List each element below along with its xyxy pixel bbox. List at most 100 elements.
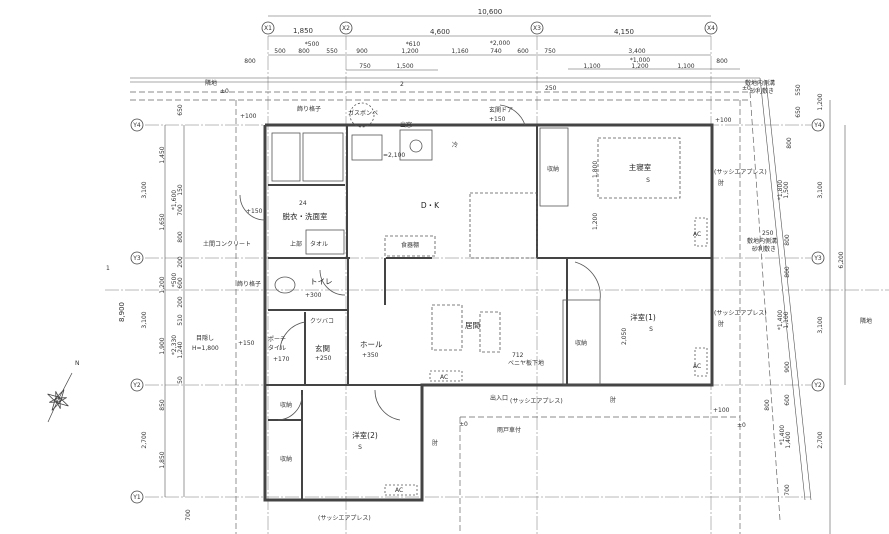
western2-mark: S [358,444,362,451]
dim-left: 150 [177,184,184,196]
room-living: 居間 [465,321,480,330]
living-note: ベニヤ板下地 [508,359,544,367]
dim-right: 650 [795,106,802,118]
fridge-label: 冷 [452,141,458,149]
storage-label: 収納 [547,165,559,173]
sash-label: (サッシエアプレス) [714,310,767,317]
cupboard-label: 食器棚 [401,241,419,249]
dim-top: 1,850 [293,27,313,35]
gutter-width: 250 [545,85,557,92]
room-western-1: 洋室(1) [630,312,656,322]
section-mark: 2 [400,81,404,88]
entrance-level: +250 [315,355,332,362]
ac-label: AC [693,231,701,238]
towel-label: タオル [310,240,328,248]
dim-right: *1,800 [777,180,784,200]
gravel-label: 砂利敷き [750,87,774,95]
level-plus150: +150 [238,340,255,347]
dim-right: 3,100 [817,181,824,198]
dim-left: 1,650 [159,213,166,230]
sash-label: (サッシエアプレス) [510,398,563,405]
dim-top: 1,500 [396,63,413,70]
grid-x2: X2 [342,25,350,32]
walls [239,104,714,502]
exit-label: 出入口 [490,394,508,402]
dim-right: 800 [784,266,791,278]
shutter-label: 雨戸車付 [497,426,521,434]
storage-label: 収納 [575,339,587,347]
storage-label: 収納 [280,401,292,409]
dim-right: 600 [784,394,791,406]
porch-level: +170 [273,356,290,363]
dim-top: 1,100 [583,63,600,70]
grid-y4: Y4 [132,122,141,129]
dim-left: 510 [177,314,184,326]
level-plus100: +100 [713,407,730,414]
dim-top: 4,600 [430,28,450,36]
room-entrance: 玄関 [315,343,330,353]
dim-right: 800 [784,234,791,246]
dim-left: 700 [177,204,184,216]
screen-height: H=1,800 [192,345,219,352]
level-plus100: +100 [715,117,732,124]
dim-note: *1,600 [171,190,178,210]
dim-left: 850 [159,399,166,411]
hinge-label: 肘 [718,320,724,328]
dim-top: 800 [298,48,310,55]
annotations: ガスボンベ 飾り格子 飾り格子 玄関ドア +150 (サッシエアプレス) (サッ… [106,79,872,522]
dim-top: 550 [326,48,338,55]
ac-label: AC [440,374,448,381]
dim-left: 3,100 [141,181,148,198]
upper-label: 上部 [290,240,302,248]
gravel-label: 砂利敷き [752,245,776,253]
dim-note: *2,330 [171,335,178,355]
bay-window-label: 出窓 [400,121,412,129]
dim-note: *500 [171,273,178,288]
section-mark: 1 [106,265,110,272]
dim-right: 3,100 [817,316,824,333]
dim-left: 600 [177,277,184,289]
dim-right: 1,200 [817,93,824,110]
dim-top: 750 [359,63,371,70]
storage-depth: 2,050 [621,328,628,345]
shoe-box: クツバコ [310,318,334,325]
storage-label: 収納 [280,455,292,463]
neighbor-label: 隣地 [860,317,872,325]
range-height: =2,100 [383,152,405,159]
dim-top: 3,400 [628,48,645,55]
grid-x3: X3 [533,25,541,32]
dim-top: 740 [490,48,502,55]
north-arrow: N [47,360,80,423]
grid-bubbles: X1 X2 X3 X4 Y4 Y3 Y2 Y1 Y4 Y3 Y2 [130,21,825,504]
ac-label: AC [693,363,701,370]
room-dk: D・K [421,201,440,210]
dim-left: 1,850 [159,451,166,468]
dim-top: 900 [356,48,368,55]
grid-y4-right: Y4 [813,122,822,129]
hinge-label: 肘 [610,396,616,404]
level-zero: ±0 [737,422,746,429]
room-labels: 脱衣・洗面室 24 上部 タオル トイレ +300 D・K 食器棚 冷 出窓 =… [268,121,656,463]
toilet-level: +300 [305,292,322,299]
dim-overall-width: 10,600 [478,8,503,16]
dim-top: 1,200 [401,48,418,55]
dim-left: 2,700 [141,431,148,448]
sash-label: (サッシエアプレス) [714,169,767,176]
master-depth: 1,800 [592,161,599,178]
top-dimensions: 10,600 1,850 4,600 4,150 500 800 550 900… [244,8,740,71]
gutter-width: 250 [762,230,774,237]
screen-label: 目隠し [196,334,214,342]
level-plus100: +100 [240,113,257,120]
level-zero: ±0 [220,88,229,95]
dim-overall-depth: 8,900 [118,302,126,322]
dim-note: *1,000 [630,57,650,64]
level-plus150: +150 [246,208,263,215]
hinge-label: 肘 [432,439,438,447]
dim-right-overall: 6,200 [838,251,845,268]
grid-y2-right: Y2 [813,382,822,389]
dim-top: 600 [517,48,529,55]
dim-left: 3,100 [141,311,148,328]
level-zero: ±0 [459,421,468,428]
right-dimensions: 1,200 3,100 3,100 2,700 6,200 550 650 80… [764,84,845,496]
